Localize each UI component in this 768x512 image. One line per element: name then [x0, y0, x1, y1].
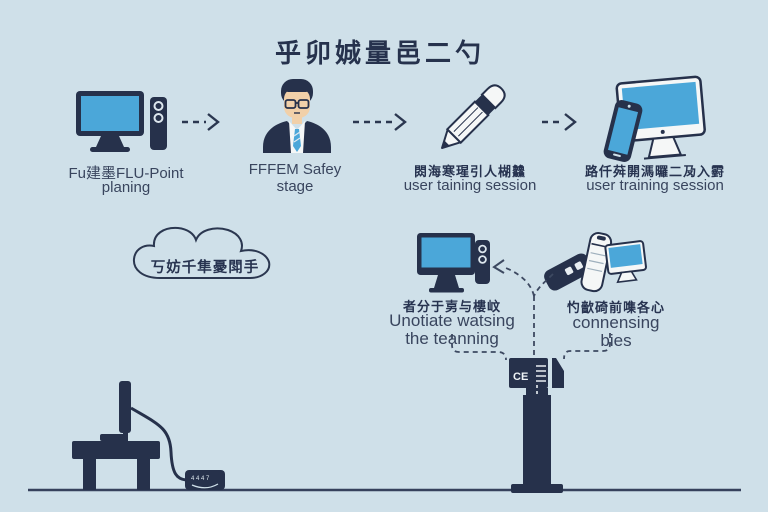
arrow-right-icon-3 — [542, 113, 577, 131]
step4-label-line2: user training session — [586, 177, 724, 194]
desktop-computer-icon — [76, 91, 144, 152]
step1-label-line1: Fu建墨FLU-Point — [68, 165, 184, 182]
connector-arrowhead-icon — [492, 259, 505, 274]
pencil-icon — [441, 84, 506, 149]
middle-label-line2: the teanning — [405, 329, 499, 348]
connector-dashes — [451, 267, 611, 361]
right-label-line1: connensing — [572, 313, 660, 332]
right-label-line2: bies — [600, 331, 632, 350]
step1-label-line2: planing — [101, 179, 151, 196]
power-strip-label: 4 4 4 7 — [191, 476, 210, 482]
page-title: 乎卯娍量邑二勺 — [274, 38, 486, 68]
step2-label-line2: stage — [276, 178, 314, 195]
step2-label-line1: FFFEM Safey — [248, 161, 342, 178]
cloud-icon — [132, 226, 271, 279]
step3-label-cjk: 閦海寒瑆引人楜䲜 — [413, 164, 527, 179]
middle-label-cjk: 者分于㔛与樓㞶 — [402, 299, 502, 314]
arrow-right-icon-2 — [353, 113, 407, 131]
mini-monitor-icon — [604, 240, 647, 284]
imac-monitor-icon — [615, 75, 706, 160]
middle-label-line1: Unotiate watsing — [389, 311, 515, 330]
step3-label-line2: user taining session — [403, 177, 537, 194]
table-icon — [72, 434, 160, 490]
right-label-cjk: 㣿㱇碕前㗱各心 — [566, 300, 666, 315]
arrow-right-icon-1 — [182, 113, 220, 131]
monitor-icon-middle — [417, 233, 490, 293]
side-monitor-icon — [119, 381, 131, 441]
businessman-icon — [263, 79, 331, 153]
power-strip-icon: 4 4 4 7 — [185, 470, 225, 490]
remote-icon — [544, 253, 592, 291]
ce-badge: CE — [513, 371, 528, 383]
cloud-label: 丂妨千隼憂閗手 — [150, 260, 260, 276]
cable-line — [130, 406, 187, 482]
smartphone-icon — [603, 99, 643, 163]
speaker-icon — [150, 97, 167, 150]
kiosk-icon: CE — [509, 358, 564, 493]
step4-label-cjk: 路仟荈閞溤曪二夃入䨴 — [584, 164, 726, 179]
